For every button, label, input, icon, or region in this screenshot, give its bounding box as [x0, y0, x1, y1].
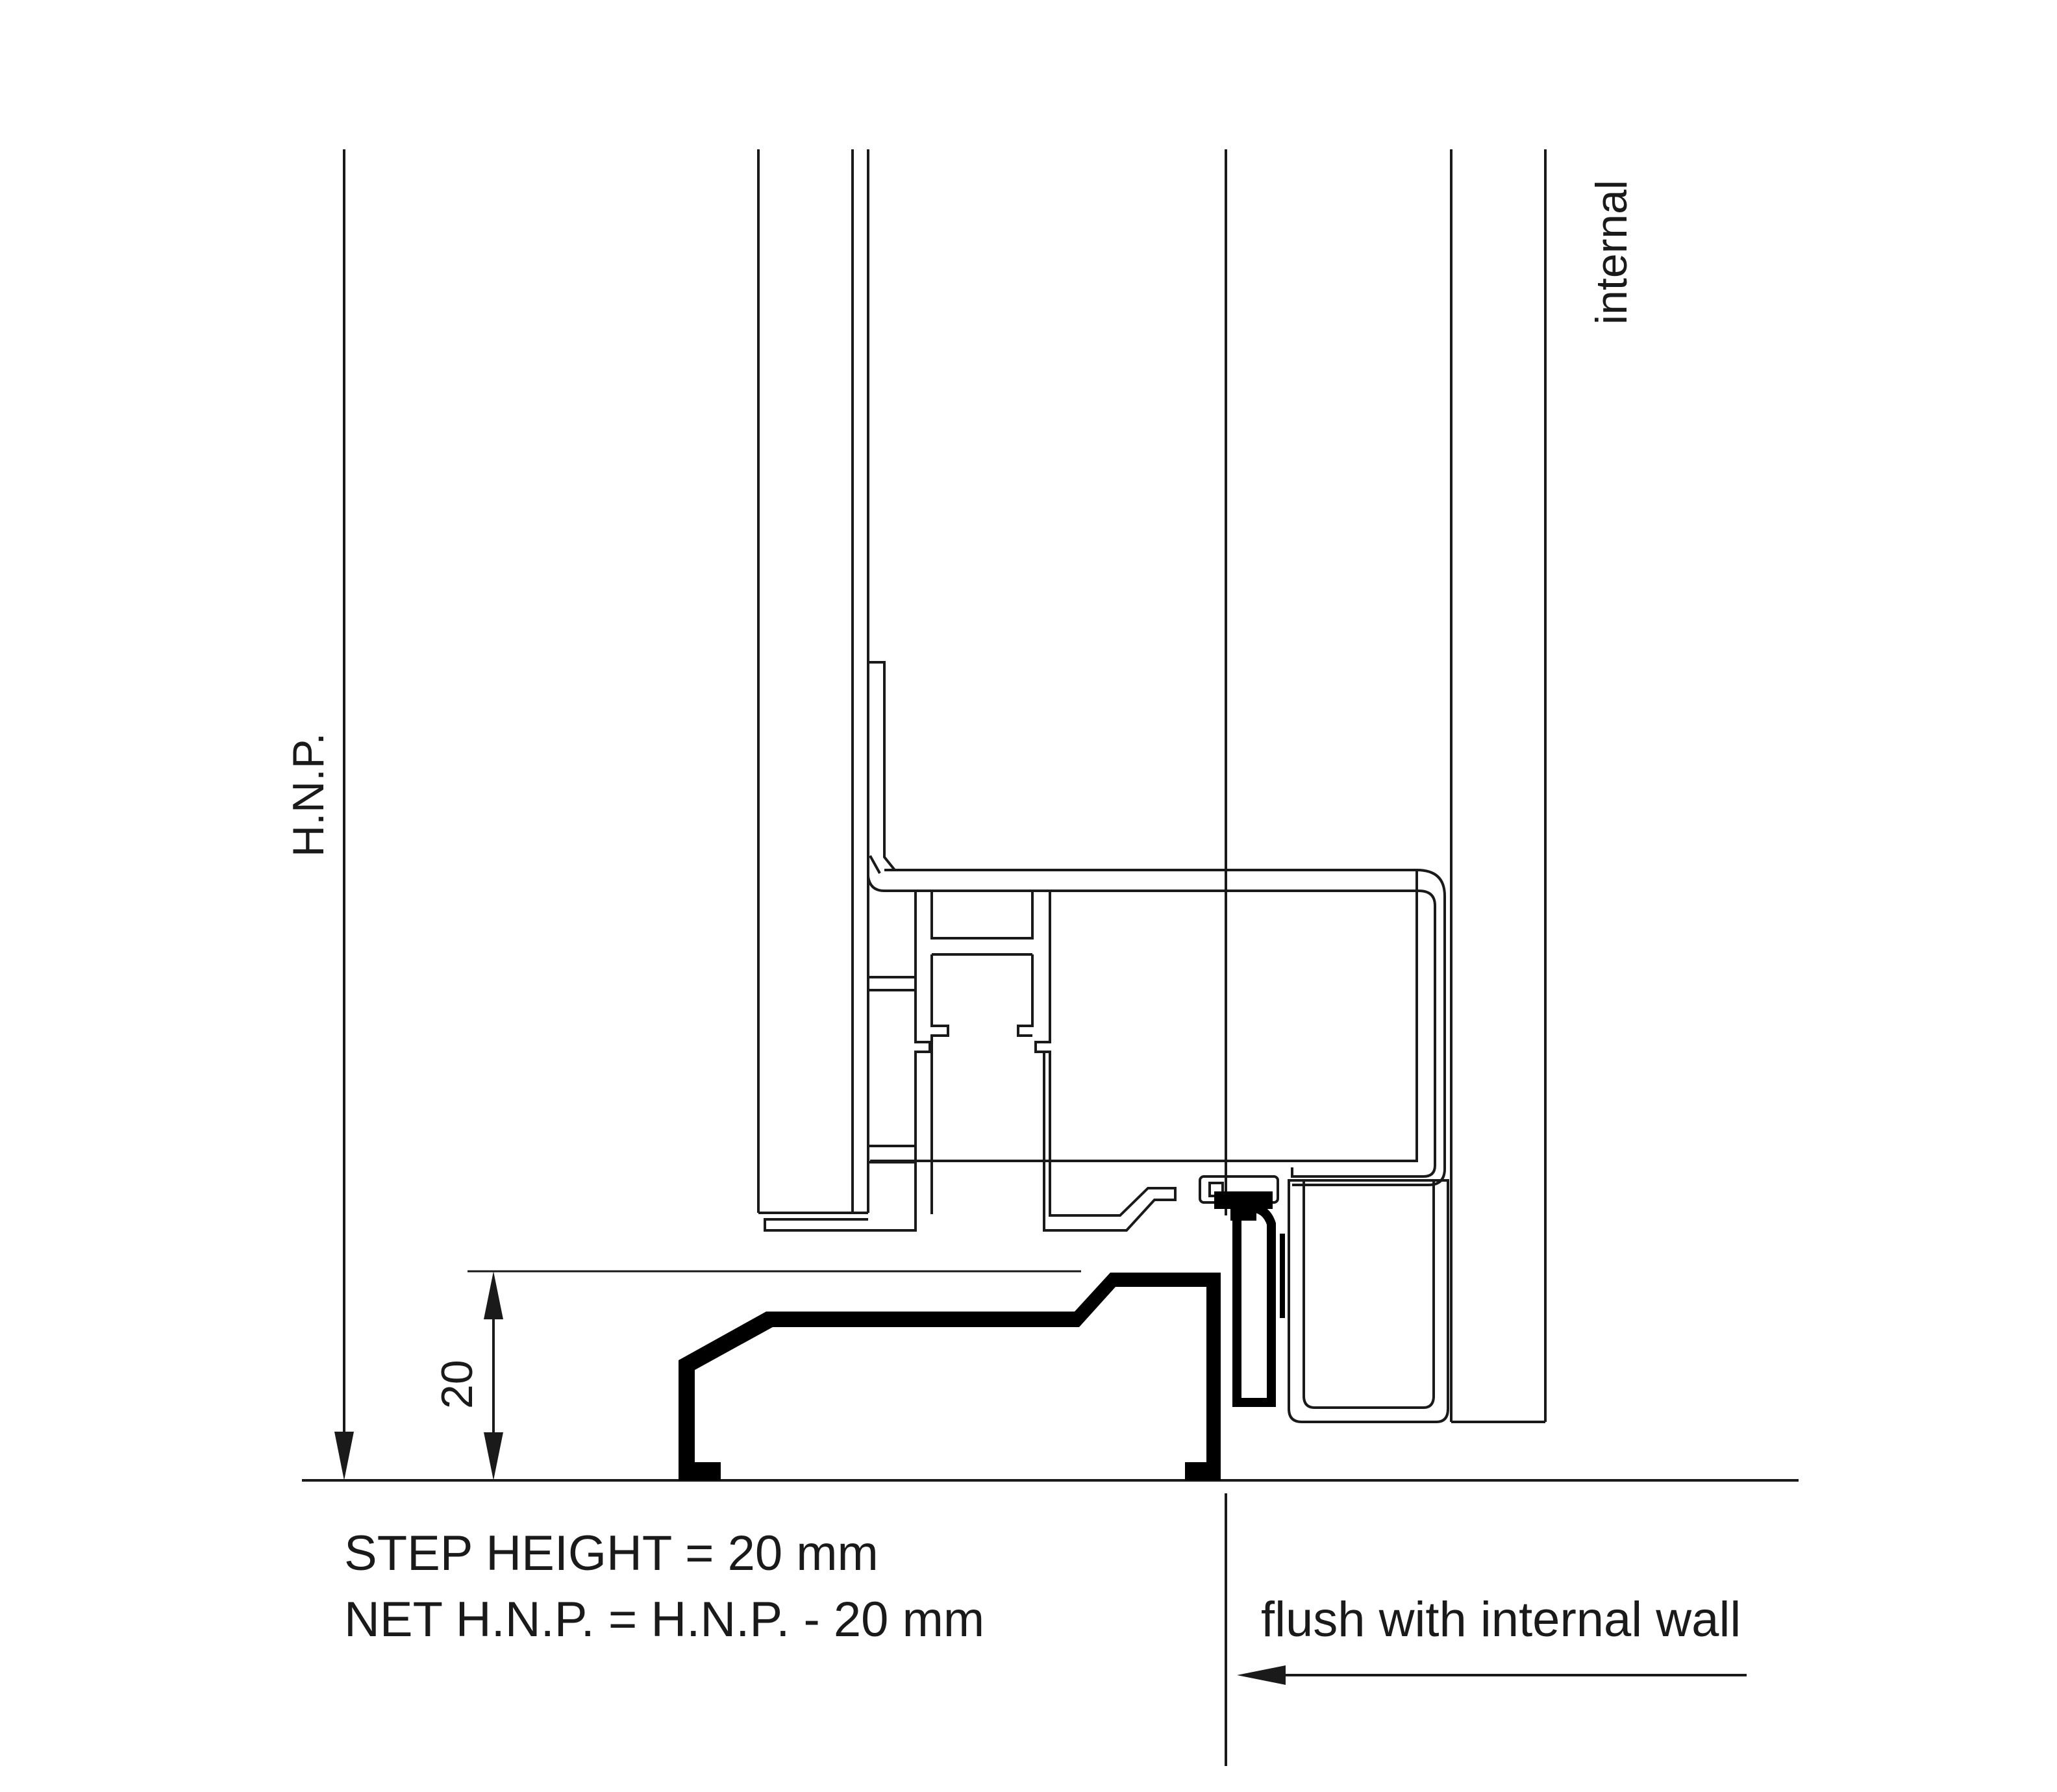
net-hnp-note: NET H.N.P. = H.N.P. - 20 mm [344, 1592, 984, 1647]
step-arrow-down-icon [484, 1432, 503, 1480]
hnp-arrow-icon [334, 1432, 354, 1480]
door-frame-profile [764, 864, 1446, 1232]
internal-label: internal [1587, 180, 1636, 325]
flush-arrow [1237, 1665, 1747, 1685]
step-height-note: STEP HEIGHT = 20 mm [344, 1526, 879, 1581]
flush-note: flush with internal wall [1261, 1592, 1741, 1647]
internal-wall [1225, 149, 1547, 1766]
step-dimension [468, 1270, 1081, 1480]
dimension-20-label: 20 [432, 1360, 482, 1409]
hnp-label: H.N.P. [284, 733, 333, 857]
hnp-dimension [334, 149, 354, 1480]
step-arrow-up-icon [484, 1271, 503, 1319]
door-leaf [757, 149, 1418, 1214]
frame-bottom-box [1288, 1179, 1449, 1423]
arrow-left-icon [1237, 1665, 1286, 1685]
threshold-profile [679, 1191, 1285, 1480]
